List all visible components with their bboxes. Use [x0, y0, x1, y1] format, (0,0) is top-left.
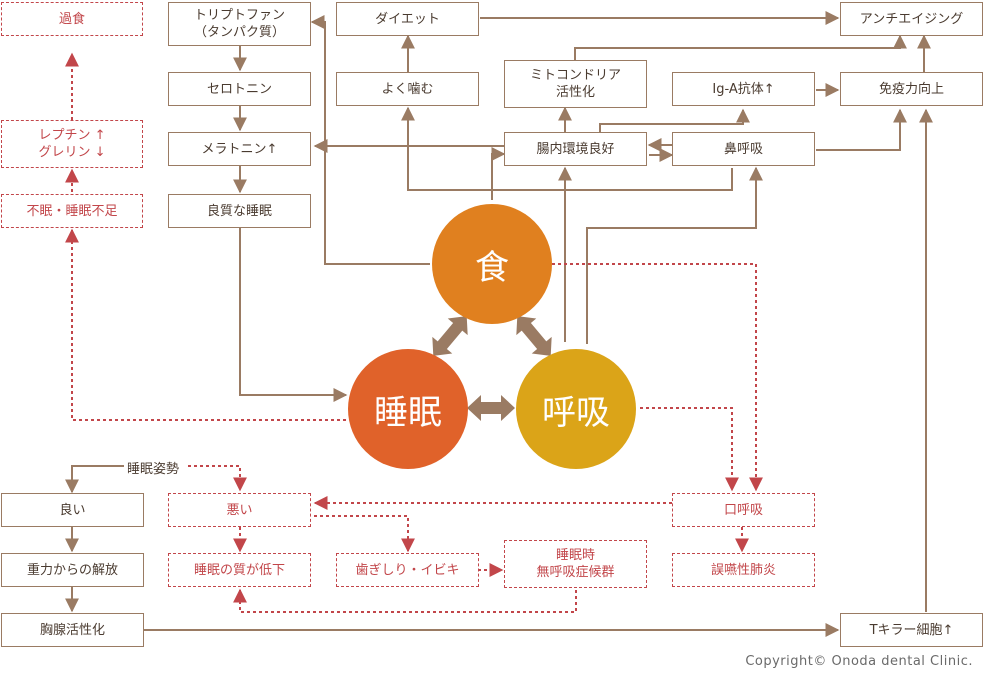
- apnea-box: 睡眠時 無呼吸症候群: [504, 540, 647, 588]
- insomnia-label: 不眠・睡眠不足: [26, 203, 118, 219]
- bad-posture-label: 悪い: [226, 502, 253, 518]
- leptin-box: レプチン ↑ グレリン ↓: [1, 120, 143, 168]
- aspiration-label: 誤嚥性肺炎: [710, 562, 776, 578]
- chewing-box: よく噛む: [336, 72, 479, 106]
- chewing-label: よく噛む: [381, 81, 434, 97]
- mitochondria-box: ミトコンドリア 活性化: [504, 60, 647, 108]
- good-posture-label: 良い: [59, 502, 86, 518]
- sleep-quality-label: 睡眠の質が低下: [193, 562, 285, 578]
- antiaging-box: アンチエイジング: [840, 2, 983, 36]
- posture-label: 睡眠姿勢: [124, 458, 183, 477]
- aspiration-box: 誤嚥性肺炎: [672, 553, 815, 587]
- thymus-label: 胸腺活性化: [39, 622, 105, 638]
- grinding-label: 歯ぎしり・イビキ: [355, 562, 460, 578]
- good-posture-box: 良い: [1, 493, 144, 527]
- nasal-label: 鼻呼吸: [723, 141, 763, 157]
- thymus-box: 胸腺活性化: [1, 613, 144, 647]
- tryptophan-box: トリプトファン （タンパク質）: [168, 2, 311, 46]
- melatonin-label: メラトニン↑: [201, 141, 278, 157]
- gravity-label: 重力からの解放: [26, 562, 118, 578]
- apnea-label: 睡眠時 無呼吸症候群: [536, 548, 615, 580]
- antiaging-label: アンチエイジング: [859, 11, 964, 27]
- good-sleep-label: 良質な睡眠: [206, 203, 272, 219]
- grinding-box: 歯ぎしり・イビキ: [336, 553, 479, 587]
- tkiller-label: Tキラー細胞↑: [869, 622, 954, 638]
- overeating-box: 過食: [1, 2, 143, 36]
- food-breath-arrow: [516, 316, 552, 356]
- circle-arrows: [432, 316, 552, 421]
- nasal-box: 鼻呼吸: [672, 132, 815, 166]
- good-sleep-box: 良質な睡眠: [168, 194, 311, 228]
- food-circle-label: 食: [475, 247, 509, 288]
- food-circle: 食: [432, 204, 552, 324]
- diet-label: ダイエット: [375, 11, 440, 27]
- mitochondria-label: ミトコンドリア 活性化: [529, 68, 621, 100]
- serotonin-box: セロトニン: [168, 72, 311, 106]
- iga-label: Ig-A抗体↑: [712, 81, 775, 97]
- tkiller-box: Tキラー細胞↑: [840, 613, 983, 647]
- tryptophan-label: トリプトファン （タンパク質）: [193, 8, 285, 40]
- dashed-connectors: [65, 52, 763, 613]
- overeating-label: 過食: [58, 11, 85, 27]
- insomnia-box: 不眠・睡眠不足: [1, 194, 143, 228]
- leptin-label: レプチン ↑ グレリン ↓: [38, 128, 106, 160]
- gut-box: 腸内環境良好: [504, 132, 647, 166]
- serotonin-label: セロトニン: [206, 81, 272, 97]
- gravity-box: 重力からの解放: [1, 553, 144, 587]
- sleep-quality-box: 睡眠の質が低下: [168, 553, 311, 587]
- diet-box: ダイエット: [336, 2, 479, 36]
- solid-connectors: [65, 11, 933, 637]
- sleep-breath-arrow: [467, 395, 515, 421]
- sleep-circle: 睡眠: [348, 349, 468, 469]
- breath-circle-label: 呼吸: [542, 392, 610, 433]
- immunity-label: 免疫力向上: [878, 81, 944, 97]
- mouth-breath-label: 口呼吸: [723, 502, 763, 518]
- food-sleep-arrow: [432, 316, 468, 356]
- immunity-box: 免疫力向上: [840, 72, 983, 106]
- breath-circle: 呼吸: [516, 349, 636, 469]
- copyright-text: Copyright© Onoda dental Clinic.: [745, 654, 973, 669]
- iga-box: Ig-A抗体↑: [672, 72, 815, 106]
- bad-posture-box: 悪い: [168, 493, 311, 527]
- mouth-breath-box: 口呼吸: [672, 493, 815, 527]
- melatonin-box: メラトニン↑: [168, 132, 311, 166]
- gut-label: 腸内環境良好: [536, 141, 615, 157]
- sleep-circle-label: 睡眠: [374, 392, 442, 433]
